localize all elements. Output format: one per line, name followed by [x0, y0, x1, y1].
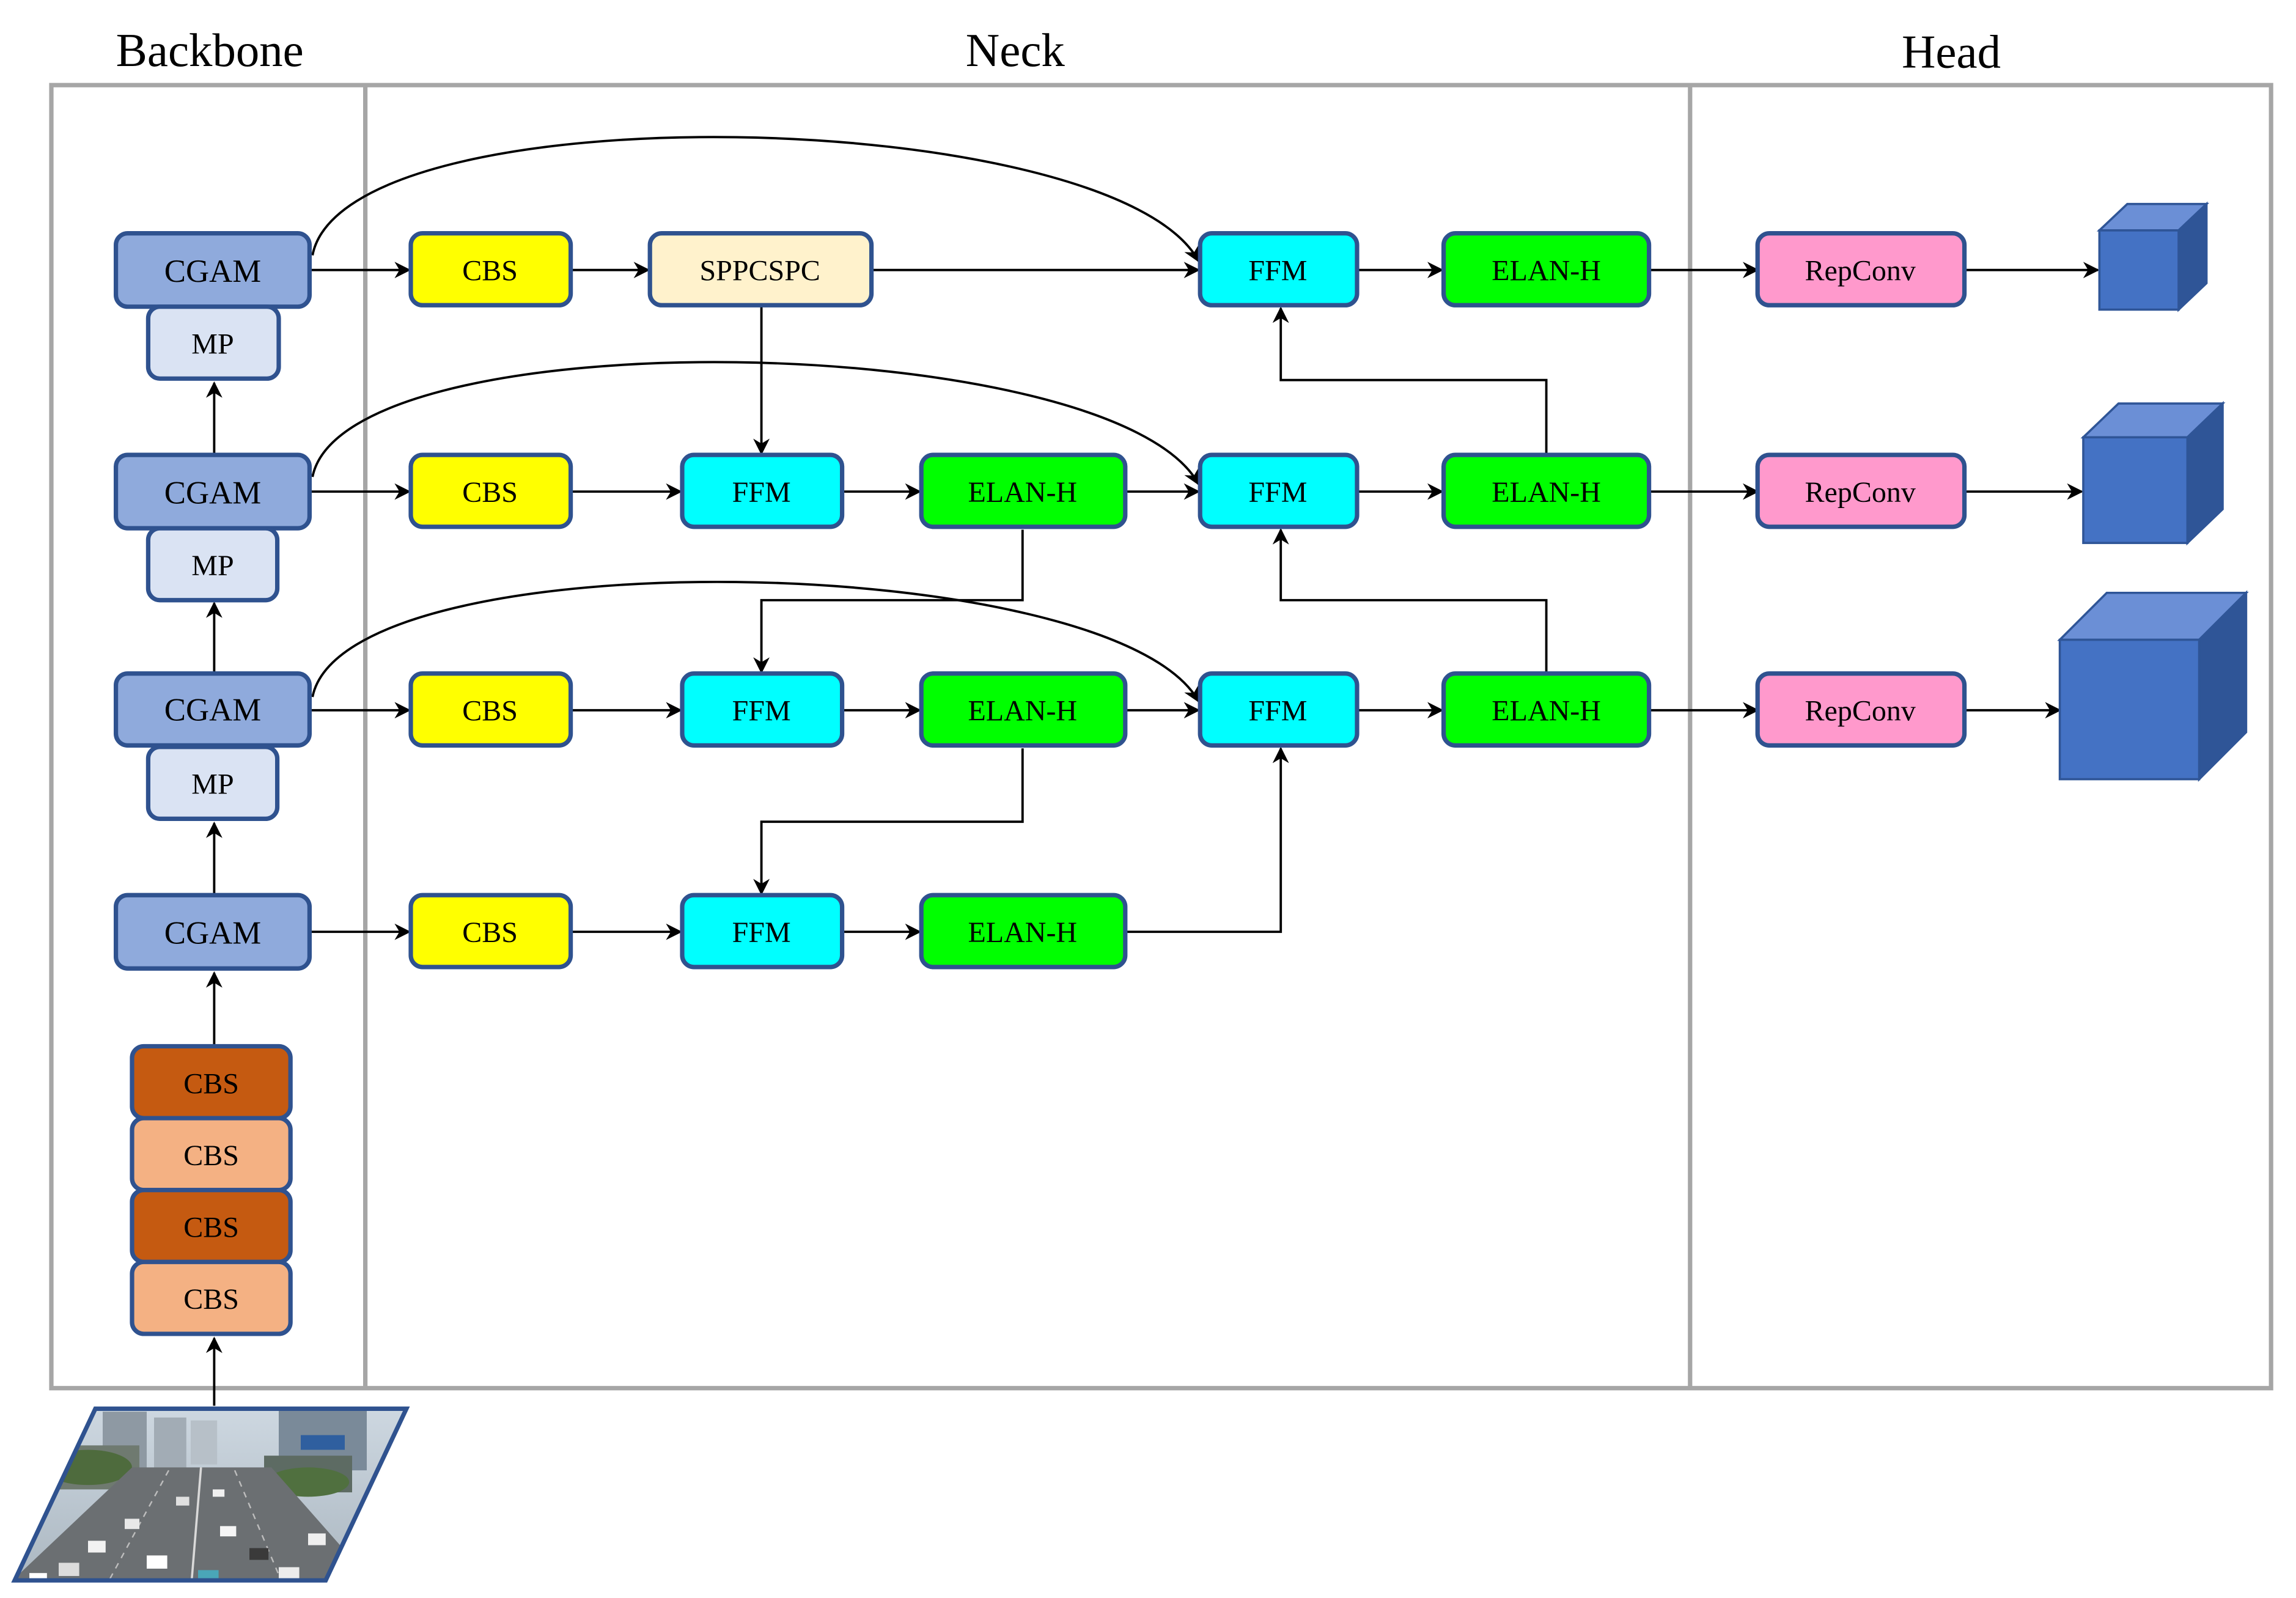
backbone-cgam-4: CGAM	[114, 893, 312, 971]
backbone-cgam-2: CGAM	[114, 452, 312, 531]
svg-text:FFM: FFM	[1248, 254, 1307, 287]
neck-sppcspc: SPPCSPC	[647, 231, 874, 307]
svg-text:CBS: CBS	[183, 1067, 239, 1100]
svg-text:MP: MP	[191, 768, 234, 801]
svg-text:FFM: FFM	[732, 916, 791, 949]
backbone-stem-cbs-2: CBS	[130, 1116, 293, 1193]
svg-text:FFM: FFM	[732, 695, 791, 727]
arrow-elanmid2-down-ffmmid3	[753, 748, 1024, 896]
neck-cbs-3: CBS	[408, 671, 573, 748]
neck-cbs-1: CBS	[408, 231, 573, 307]
arc-cgam2-ffm2	[311, 361, 1200, 486]
neck-ffm-right-1: FFM	[1198, 231, 1360, 307]
svg-text:RepConv: RepConv	[1805, 695, 1916, 727]
arc-cgam3-ffm3	[311, 580, 1200, 703]
svg-text:RepConv: RepConv	[1805, 254, 1916, 287]
svg-text:CGAM: CGAM	[164, 475, 261, 510]
output-cube-icon-large	[2057, 590, 2249, 782]
section-frames	[49, 83, 2273, 1391]
svg-text:ELAN-H: ELAN-H	[968, 476, 1077, 509]
output-cube-icon-medium	[2080, 400, 2226, 546]
svg-text:CBS: CBS	[462, 916, 518, 949]
neck-ffm-mid-2: FFM	[680, 671, 845, 748]
svg-text:SPPCSPC: SPPCSPC	[699, 254, 820, 287]
head-repconv-3: RepConv	[1755, 671, 1967, 748]
backbone-stem-cbs-4: CBS	[130, 1259, 293, 1336]
arrow-elan2-up-ffm1	[1272, 306, 1548, 454]
backbone-stem-cbs-1: CBS	[130, 1044, 293, 1121]
backbone-mp-1: MP	[145, 304, 281, 381]
svg-text:CBS: CBS	[183, 1140, 239, 1172]
arc-cgam1-ffm1	[311, 136, 1200, 263]
arrow-elanmid1-down-ffmmid2	[753, 529, 1024, 674]
svg-text:ELAN-H: ELAN-H	[1492, 254, 1601, 287]
neck-ffm-right-2: FFM	[1198, 452, 1360, 529]
svg-text:ELAN-H: ELAN-H	[1492, 695, 1601, 727]
neck-elan-mid-3: ELAN-H	[919, 893, 1128, 970]
svg-text:FFM: FFM	[732, 476, 791, 509]
neck-elan-right-2: ELAN-H	[1441, 452, 1652, 529]
svg-text:CBS: CBS	[462, 254, 518, 287]
arrow-elanmid3-up-ffm3	[1125, 746, 1289, 933]
connectors	[205, 136, 2100, 1406]
neck-elan-right-3: ELAN-H	[1441, 671, 1652, 748]
backbone-mp-3: MP	[145, 745, 280, 822]
arrow-elan3-up-ffm2	[1272, 528, 1548, 672]
head-repconv-2: RepConv	[1755, 452, 1967, 529]
svg-text:ELAN-H: ELAN-H	[1492, 476, 1601, 509]
svg-text:ELAN-H: ELAN-H	[968, 695, 1077, 727]
backbone-title: Backbone	[116, 24, 304, 76]
svg-text:FFM: FFM	[1248, 695, 1307, 727]
backbone-cgam-1: CGAM	[114, 231, 312, 309]
head-repconv-1: RepConv	[1755, 231, 1967, 307]
neck-elan-right-1: ELAN-H	[1441, 231, 1652, 307]
backbone-mp-2: MP	[145, 526, 280, 603]
neck-title: Neck	[966, 24, 1065, 76]
outer-frame	[49, 83, 2273, 1391]
svg-text:FFM: FFM	[1248, 476, 1307, 509]
neck-ffm-right-3: FFM	[1198, 671, 1360, 748]
svg-text:MP: MP	[191, 328, 234, 360]
neck-cbs-2: CBS	[408, 452, 573, 529]
backbone-cgam-3: CGAM	[114, 671, 312, 748]
output-cube-icon-small	[2096, 201, 2210, 312]
svg-text:CGAM: CGAM	[164, 254, 261, 289]
svg-text:ELAN-H: ELAN-H	[968, 916, 1077, 949]
neck-elan-mid-2: ELAN-H	[919, 671, 1128, 748]
neck-ffm-mid-1: FFM	[680, 452, 845, 529]
svg-text:CGAM: CGAM	[164, 915, 261, 951]
svg-text:CGAM: CGAM	[164, 693, 261, 728]
input-road-traffic-image	[11, 1406, 410, 1583]
neck-cbs-4: CBS	[408, 893, 573, 970]
neck-elan-mid-1: ELAN-H	[919, 452, 1128, 529]
neck-ffm-mid-3: FFM	[680, 893, 845, 970]
backbone-stem-cbs-3: CBS	[130, 1188, 293, 1264]
svg-text:RepConv: RepConv	[1805, 476, 1916, 509]
svg-text:MP: MP	[191, 550, 234, 582]
head-title: Head	[1902, 26, 2001, 78]
svg-text:CBS: CBS	[183, 1212, 239, 1244]
svg-text:CBS: CBS	[183, 1283, 239, 1316]
svg-text:CBS: CBS	[462, 695, 518, 727]
svg-text:CBS: CBS	[462, 476, 518, 509]
